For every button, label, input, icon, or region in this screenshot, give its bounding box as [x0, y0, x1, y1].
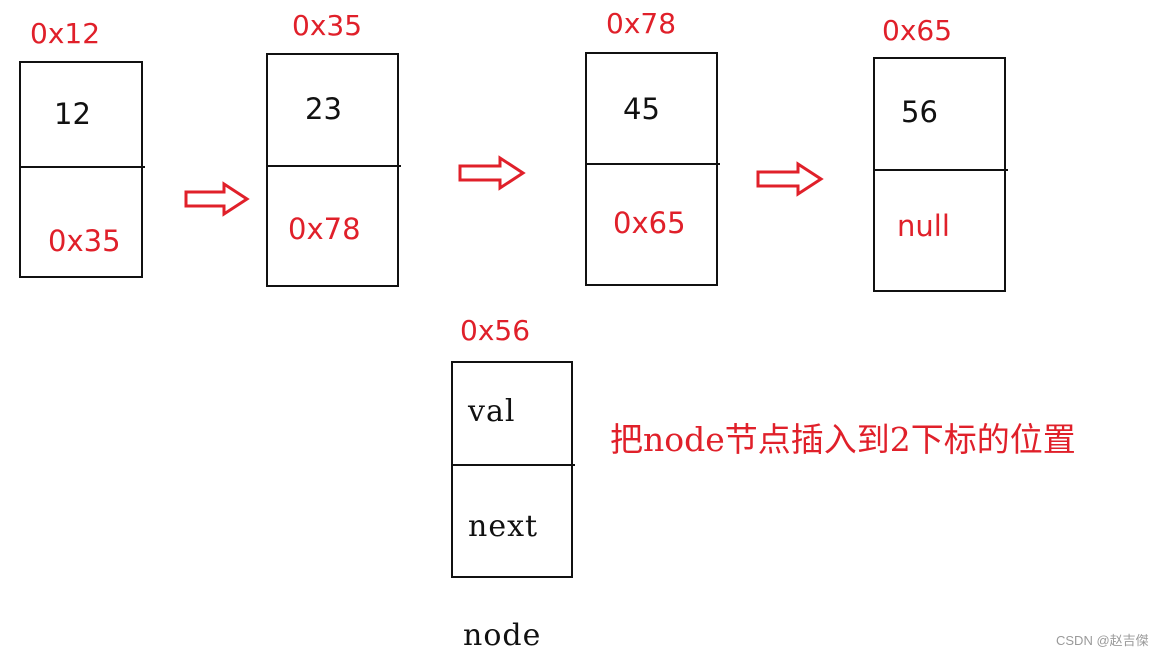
csdn-watermark: CSDN @赵吉傑 [1056, 633, 1149, 648]
arrow-right-icon [184, 181, 250, 217]
arrow-right-icon [458, 155, 526, 191]
node-1-box [266, 53, 399, 287]
node-2-next: 0x65 [613, 206, 686, 240]
node-1-value: 23 [305, 92, 342, 126]
node-3-value: 56 [901, 95, 938, 129]
node-0-next: 0x35 [48, 224, 121, 258]
node-3-address: 0x65 [882, 14, 953, 47]
node-2-divider [585, 163, 720, 165]
node-2-box [585, 52, 718, 286]
new-node-next-field: next [468, 509, 539, 544]
new-node-divider [451, 464, 575, 466]
node-3-box [873, 57, 1006, 292]
node-2-address: 0x78 [606, 7, 677, 40]
node-1-divider [266, 165, 401, 167]
node-0-address: 0x12 [30, 17, 101, 50]
new-node-label: node [463, 618, 542, 653]
node-3-divider [873, 169, 1008, 171]
node-1-next: 0x78 [288, 212, 361, 246]
node-0-value: 12 [54, 97, 91, 131]
arrow-right-icon [756, 161, 824, 197]
node-3-next: null [897, 209, 950, 243]
node-0-box [19, 61, 143, 278]
node-0-divider [19, 166, 145, 168]
node-1-address: 0x35 [292, 9, 363, 42]
new-node-val-field: val [468, 394, 516, 429]
new-node-address: 0x56 [460, 314, 531, 347]
new-node-box [451, 361, 573, 578]
insert-caption: 把node节点插入到2下标的位置 [610, 420, 1076, 459]
node-2-value: 45 [623, 92, 660, 126]
